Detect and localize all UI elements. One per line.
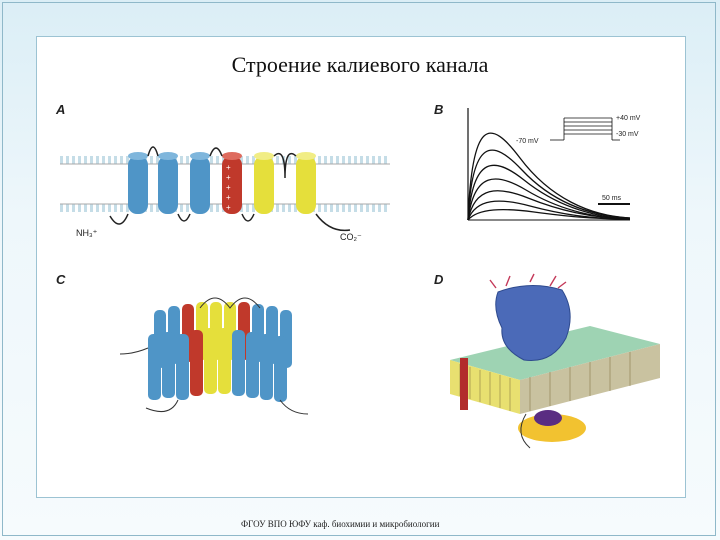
panel-c-tetramer: C: [50, 268, 430, 468]
panel-b-label: B: [434, 102, 443, 117]
helix-s1: [128, 152, 148, 214]
label-plus40: +40 mV: [616, 115, 641, 122]
voltage-protocol: [550, 118, 620, 140]
current-traces: [468, 133, 630, 220]
svg-text:+: +: [226, 183, 231, 192]
slide-footer: ФГОУ ВПО ЮФУ каф. биохимии и микробиолог…: [241, 519, 439, 529]
nh3-terminus: NH₃⁺: [76, 228, 98, 238]
panel-a-topology: A + + + + + NH₃⁺ CO₂⁻: [50, 98, 430, 258]
helix-s6: [296, 152, 316, 214]
slide-title: Строение калиевого канала: [0, 52, 720, 78]
panel-d-label: D: [434, 272, 444, 287]
svg-text:+: +: [226, 203, 231, 212]
helix-s4-voltage-sensor: [222, 152, 242, 214]
panel-a-label: A: [55, 102, 65, 117]
svg-text:+: +: [226, 193, 231, 202]
label-minus30: -30 mV: [616, 131, 639, 138]
co2-terminus: CO₂⁻: [340, 232, 362, 242]
panel-d-3d-model: D: [430, 268, 670, 468]
svg-text:+: +: [226, 173, 231, 182]
panel-c-label: C: [56, 272, 66, 287]
label-minus70: -70 mV: [516, 138, 539, 145]
helix-s3: [190, 152, 210, 214]
label-time-scale: 50 ms: [602, 195, 622, 202]
helix-s2: [158, 152, 178, 214]
figure-area: A + + + + + NH₃⁺ CO₂⁻ B: [50, 98, 674, 466]
panel-b-currents: B +40 mV -30 mV -70 mV 50 ms: [430, 98, 670, 258]
s4-charges: +: [226, 163, 231, 172]
helix-s5: [254, 152, 274, 214]
red-helix: [460, 358, 468, 410]
